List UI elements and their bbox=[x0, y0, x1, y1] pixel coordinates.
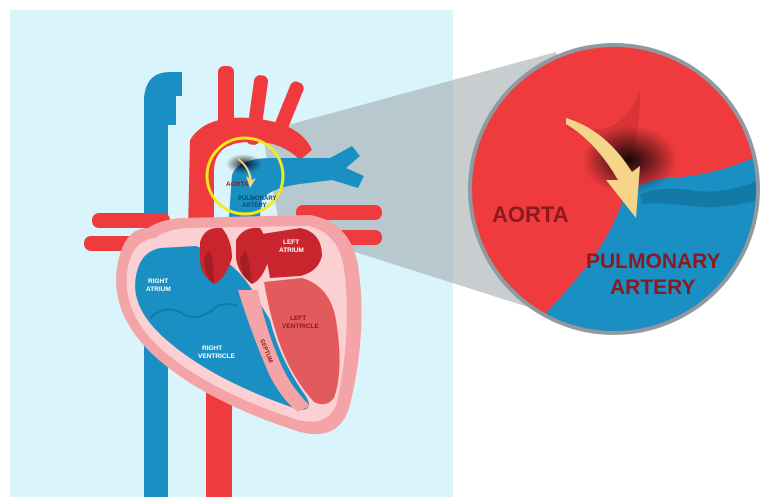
label-pulmonary-small-2: ARTERY bbox=[242, 203, 266, 209]
label-left-ventricle-1: LEFT bbox=[290, 315, 306, 322]
label-aorta-small: AORTA bbox=[226, 181, 249, 188]
label-left-ventricle-2: VENTRICLE bbox=[282, 323, 320, 330]
label-left-atrium-2: ATRIUM bbox=[279, 247, 304, 254]
zoom-label-aorta: AORTA bbox=[492, 202, 569, 227]
descending-aorta bbox=[206, 390, 232, 497]
zoom-label-pulmonary-1: PULMONARY bbox=[586, 250, 721, 273]
zoom-label-pulmonary-2: ARTERY bbox=[610, 276, 696, 299]
inferior-vena-cava bbox=[144, 390, 168, 497]
label-right-ventricle-1: RIGHT bbox=[202, 345, 222, 352]
label-right-atrium-2: ATRIUM bbox=[146, 286, 171, 293]
label-left-atrium-1: LEFT bbox=[283, 239, 299, 246]
label-right-atrium-1: RIGHT bbox=[148, 278, 168, 285]
label-right-ventricle-2: VENTRICLE bbox=[198, 353, 236, 360]
label-pulmonary-small-1: PULMONARY bbox=[238, 196, 276, 202]
